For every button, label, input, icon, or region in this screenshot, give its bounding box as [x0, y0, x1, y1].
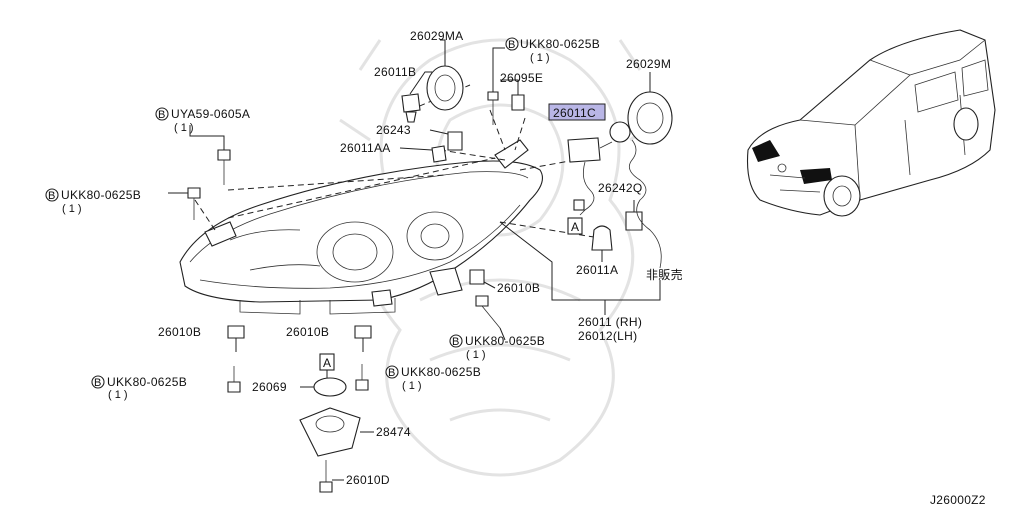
label-28474: 28474	[376, 425, 411, 439]
label-ukk-left: UKK80-0625B	[61, 188, 141, 202]
bolt-marker-icon	[505, 37, 519, 51]
bolt-bottomleft	[227, 366, 241, 393]
label-26010B-right: 26010B	[497, 281, 540, 295]
bulb-26011A	[591, 225, 613, 262]
label-26011C: 26011C	[553, 106, 596, 120]
bulb-26011B	[401, 71, 432, 123]
gasket-26069	[300, 377, 347, 397]
box-marker-a-top: A	[567, 217, 583, 235]
label-ukk-top-qty: ( 1 )	[530, 52, 550, 64]
bracket-26010B-right	[469, 269, 496, 289]
bolt-bottomright	[355, 364, 369, 391]
svg-text:A: A	[571, 220, 579, 234]
svg-text:A: A	[323, 356, 331, 370]
label-ukk-left-qty: ( 1 )	[62, 203, 82, 215]
label-ukk-bottomright: UKK80-0625B	[401, 365, 481, 379]
bulb-26011AA	[399, 145, 447, 163]
label-ukk-bottomleft-qty: ( 1 )	[108, 389, 128, 401]
label-26011B: 26011B	[374, 65, 416, 79]
label-ukk-top: UKK80-0625B	[520, 37, 600, 51]
bolt-left	[168, 187, 201, 220]
label-26029M: 26029M	[626, 57, 671, 71]
label-26010B-mid: 26010B	[286, 325, 329, 339]
label-not-sold: 非販売	[646, 267, 683, 282]
bolt-marker-letter: B	[94, 377, 101, 389]
dust-cap-26029M	[627, 72, 673, 145]
label-26242Q: 26242Q	[598, 181, 643, 195]
label-26069: 26069	[252, 380, 287, 394]
label-26095E: 26095E	[500, 71, 543, 85]
bolt-marker-icon	[45, 188, 59, 202]
label-ukk-bottomright-qty: ( 1 )	[402, 380, 422, 392]
label-26012-lh: 26012(LH)	[578, 329, 637, 343]
label-26010B-left: 26010B	[158, 325, 201, 339]
label-ukk-mid-qty: ( 1 )	[466, 349, 486, 361]
dashed-leaders	[194, 84, 601, 239]
not-sold-leader	[628, 139, 662, 269]
bolt-marker-icon	[91, 375, 105, 389]
assembly-bracket	[499, 221, 661, 315]
label-26011-rh: 26011 (RH)	[578, 315, 642, 329]
bolt-marker-icon	[155, 107, 169, 121]
label-26011AA: 26011AA	[340, 141, 391, 155]
label-26029MA: 26029MA	[410, 29, 463, 43]
label-uya-qty: ( 1 )	[174, 122, 194, 134]
label-26011A: 26011A	[576, 263, 618, 277]
label-26010D: 26010D	[346, 473, 390, 487]
bolt-marker-icon	[449, 334, 463, 348]
vehicle-illustration	[746, 29, 996, 217]
label-26243: 26243	[376, 123, 411, 137]
dust-cap-26029MA	[426, 39, 464, 111]
bolt-mid	[475, 295, 506, 341]
socket-26243	[429, 129, 463, 151]
bolt-marker-letter: B	[158, 109, 165, 121]
box-marker-a-bottom: A	[319, 353, 335, 378]
socket-26242Q	[625, 200, 643, 231]
headlamp-housing	[179, 139, 543, 315]
bracket-26010B-left	[227, 325, 245, 352]
ballast-28474	[299, 407, 374, 457]
bulb-26011C	[567, 121, 631, 216]
highlight-26011C	[548, 103, 606, 121]
bolt-marker-letter: B	[388, 367, 395, 379]
socket-26095E	[500, 79, 525, 111]
diagram-code: J26000Z2	[930, 493, 986, 507]
bolt-marker-icon	[385, 365, 399, 379]
bolt-26010D	[319, 460, 344, 493]
label-ukk-bottomleft: UKK80-0625B	[107, 375, 187, 389]
bracket-26010B-mid	[354, 325, 372, 352]
bolt-top	[487, 47, 505, 125]
bolt-marker-letter: B	[48, 190, 55, 202]
bolt-marker-letter: B	[452, 336, 459, 348]
bolt-uya	[189, 125, 231, 185]
label-ukk-mid: UKK80-0625B	[465, 334, 545, 348]
label-uya: UYA59-0605A	[171, 107, 250, 121]
bolt-marker-letter: B	[508, 39, 515, 51]
